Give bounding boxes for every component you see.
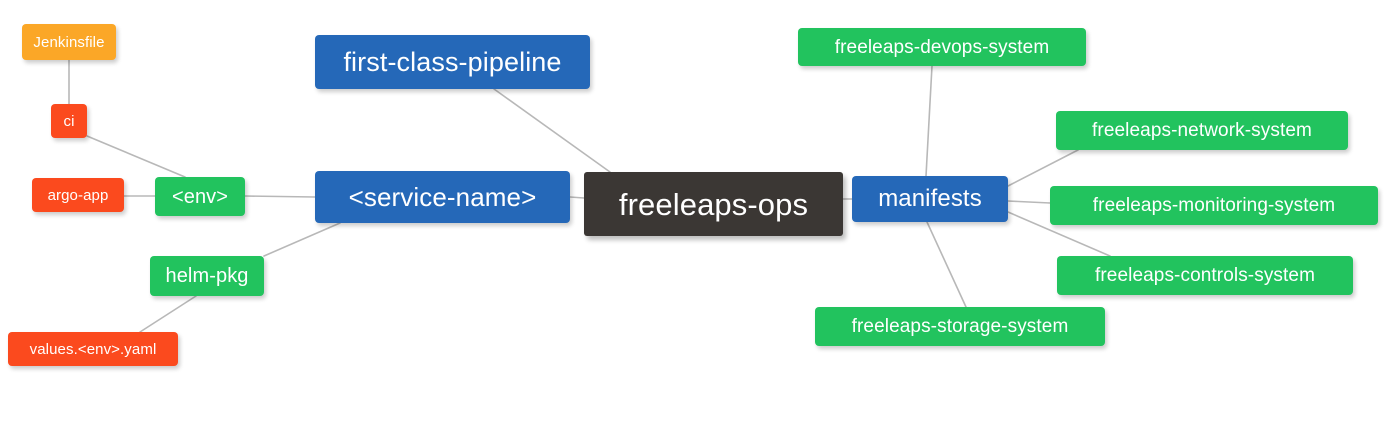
mindmap-node-freeleaps-network-system[interactable]: freeleaps-network-system: [1056, 111, 1348, 150]
mindmap-edge: [1007, 200, 1051, 204]
mindmap-node-manifests[interactable]: manifests: [852, 176, 1008, 222]
mindmap-edge: [139, 295, 197, 333]
mindmap-node-service-name[interactable]: <service-name>: [315, 171, 570, 223]
mindmap-edge: [925, 65, 933, 177]
mindmap-node-freeleaps-storage-system[interactable]: freeleaps-storage-system: [815, 307, 1105, 346]
mindmap-node-env[interactable]: <env>: [155, 177, 245, 216]
mindmap-node-first-class-pipeline[interactable]: first-class-pipeline: [315, 35, 590, 89]
mindmap-edge: [493, 88, 611, 173]
mindmap-edge: [263, 222, 341, 257]
mindmap-edge: [569, 196, 585, 199]
mindmap-node-values-yaml[interactable]: values.<env>.yaml: [8, 332, 178, 366]
mindmap-node-freeleaps-monitoring-system[interactable]: freeleaps-monitoring-system: [1050, 186, 1378, 225]
mindmap-edge: [244, 195, 316, 198]
mindmap-edge: [86, 135, 186, 178]
mindmap-node-helm-pkg[interactable]: helm-pkg: [150, 256, 264, 296]
mindmap-node-argo-app[interactable]: argo-app: [32, 178, 124, 212]
mindmap-node-jenkinsfile[interactable]: Jenkinsfile: [22, 24, 116, 60]
mindmap-node-freeleaps-devops-system[interactable]: freeleaps-devops-system: [798, 28, 1086, 66]
mindmap-edge: [1007, 149, 1079, 187]
mindmap-node-freeleaps-controls-system[interactable]: freeleaps-controls-system: [1057, 256, 1353, 295]
mindmap-node-freeleaps-ops[interactable]: freeleaps-ops: [584, 172, 843, 236]
mindmap-node-ci[interactable]: ci: [51, 104, 87, 138]
mindmap-edge: [926, 221, 967, 308]
